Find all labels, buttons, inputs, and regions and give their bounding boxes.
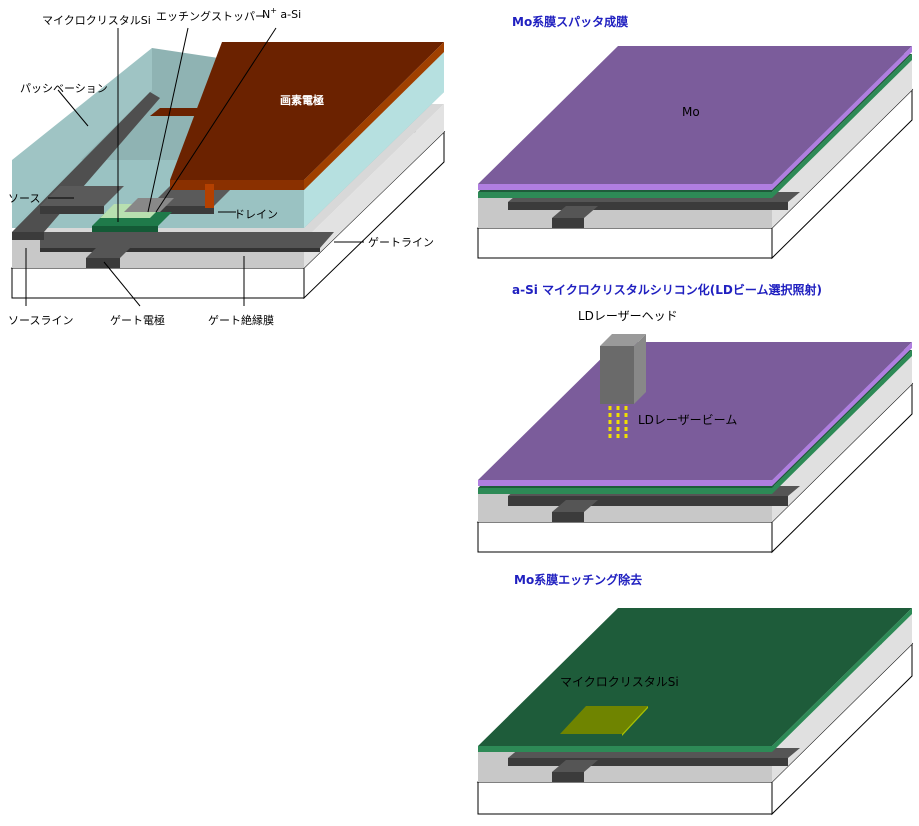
panel2-mo-side xyxy=(772,342,912,486)
label-gate-insulator: ゲート絶縁膜 xyxy=(208,313,274,327)
panel1-insulator-side xyxy=(772,60,912,228)
pixel-electrode-side xyxy=(304,42,444,190)
gate-insulator-side xyxy=(304,104,444,268)
label-n-plus-sup: + xyxy=(270,6,277,15)
gate-line-edge xyxy=(40,248,320,252)
panel3-gate-electrode-front xyxy=(552,772,584,782)
tft-structure-figure: マイクロクリスタルSi エッチングストッパー N+ a-Si パッシベーション … xyxy=(8,6,446,327)
panel1-gate-line-front xyxy=(508,202,788,210)
panel1-gate-electrode xyxy=(552,206,598,218)
label-n-plus-tail: a-Si xyxy=(277,8,301,21)
label-gate-electrode: ゲート電極 xyxy=(110,313,165,327)
panel1-substrate-front xyxy=(477,227,773,259)
passivation-side xyxy=(304,48,444,228)
label-gate-line: ゲートライン xyxy=(368,236,434,249)
panel2-substrate-front xyxy=(477,521,773,553)
microcrystal-si-region-edge xyxy=(622,706,648,736)
panel3-substrate-front xyxy=(477,781,773,815)
gate-electrode-front xyxy=(86,258,120,268)
panel1-a-si-front xyxy=(478,192,772,198)
laser-head-label: LDレーザーヘッド xyxy=(578,309,678,323)
source-pad xyxy=(40,186,124,206)
panel3-gate-electrode xyxy=(552,760,598,772)
panel2-a-si-side xyxy=(772,350,912,494)
panel1-gate-electrode-front xyxy=(552,218,584,228)
ld-laser-beams xyxy=(608,406,628,438)
laser-beam-label: LDレーザービーム xyxy=(638,413,737,427)
laser-head-top xyxy=(600,334,646,346)
gate-line-bar xyxy=(40,232,334,248)
panel1-a-si-side xyxy=(772,54,912,198)
panel2-gate-line-front xyxy=(508,496,788,506)
panel3-insulator-side xyxy=(772,614,912,782)
label-drain: ドレイン xyxy=(234,208,278,221)
panel3-a-si-side xyxy=(772,608,912,752)
pixel-electrode-top xyxy=(170,42,444,180)
panel3-title: Mo系膜エッチング除去 xyxy=(514,572,642,587)
panel3-a-si-front xyxy=(478,746,772,752)
laser-head-side xyxy=(634,334,646,404)
label-n-plus-a-si: N+ a-Si xyxy=(262,6,301,21)
panel-laser: a-Si マイクロクリスタルシリコン化(LDビーム選択照射) LDレーザーヘッド xyxy=(476,282,914,554)
panel-mo-sputter: Mo系膜スパッタ成膜 Mo xyxy=(476,14,914,260)
panel-etch: Mo系膜エッチング除去 マイクロクリスタルSi xyxy=(476,572,914,816)
leader-lines xyxy=(25,27,364,307)
substrate-side xyxy=(303,130,445,300)
source-line-front xyxy=(12,232,44,240)
microcrystal-si-region xyxy=(560,706,648,734)
panel2-gate-electrode-front xyxy=(552,512,584,522)
panel1-mo-front xyxy=(478,184,772,190)
label-source-line: ソースライン xyxy=(8,314,73,327)
panel2-a-si-front xyxy=(478,488,772,494)
drain-contact-post xyxy=(205,184,214,208)
panel2-gate-electrode xyxy=(552,500,598,512)
panel2-insulator-side xyxy=(772,356,912,522)
label-microcrystal-si: マイクロクリスタルSi xyxy=(42,14,151,27)
label-n-plus-letter: N xyxy=(262,8,270,21)
panel2-mo-layer xyxy=(478,342,912,480)
label-pixel-electrode: 画素電極 xyxy=(280,93,324,107)
gate-electrode-shape xyxy=(86,246,132,258)
n-plus-a-si-layer xyxy=(124,198,174,212)
microcrystal-si-label: マイクロクリスタルSi xyxy=(560,675,679,689)
microcrystal-si-front xyxy=(92,226,158,232)
label-source: ソース xyxy=(8,192,40,205)
laser-head-front xyxy=(600,346,634,404)
label-passivation: パッシベーション xyxy=(20,82,108,95)
pixel-electrode-front xyxy=(170,180,304,190)
source-pad-front xyxy=(40,206,104,214)
panel2-title: a-Si マイクロクリスタルシリコン化(LDビーム選択照射) xyxy=(512,282,822,297)
pixel-electrode-strip xyxy=(150,108,244,116)
panel1-mo-side xyxy=(772,46,912,190)
ld-laser-head xyxy=(600,334,646,404)
label-etching-stopper: エッチングストッパー xyxy=(156,9,266,23)
panel3-gate-line-front xyxy=(508,758,788,766)
panel1-mo-label: Mo xyxy=(682,105,700,119)
panel1-mo-layer xyxy=(478,46,912,184)
panel2-mo-front xyxy=(478,480,772,486)
substrate-front xyxy=(11,267,305,299)
panel1-title: Mo系膜スパッタ成膜 xyxy=(512,14,628,29)
